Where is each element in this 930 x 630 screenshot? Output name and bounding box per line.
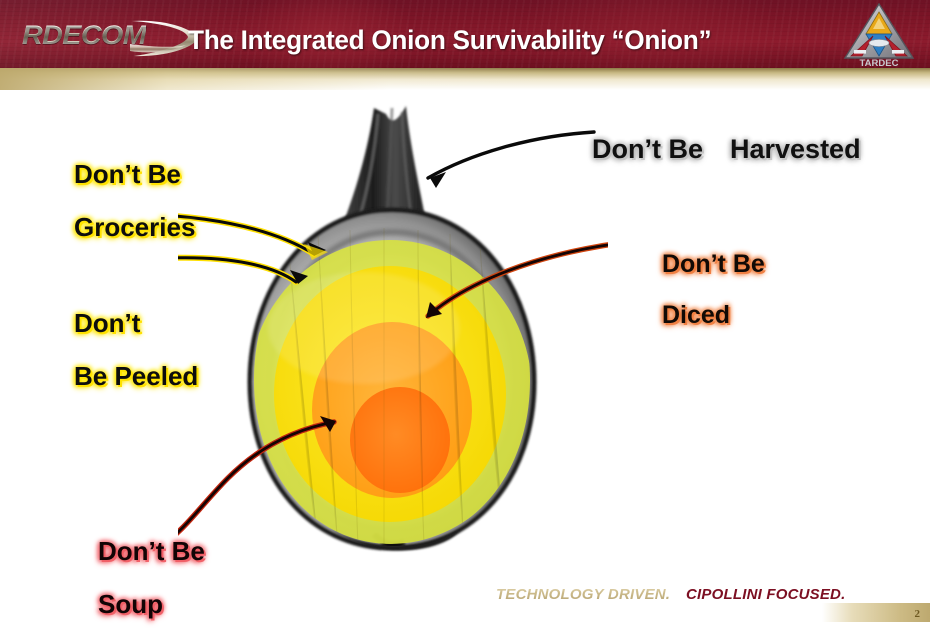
callout-harvested: Don’t Be: [592, 108, 703, 191]
callout-diced-line2: Diced: [662, 300, 731, 329]
header-texture: [0, 0, 930, 68]
header-gold-band: [0, 68, 930, 90]
rdecom-logo-text: RDECOM: [22, 20, 147, 50]
header-highlight-left: [235, 0, 415, 68]
footer-tagline-right-bold: FOCUSED.: [766, 586, 846, 603]
callout-diced: Don’t Be Diced: [662, 226, 765, 354]
callout-harvested-line2: Harvested: [730, 133, 861, 164]
callout-soup-line2: Soup: [98, 588, 163, 619]
tardec-logo-text: TARDEC: [860, 58, 899, 68]
callout-peeled-line2: Be Peeled: [74, 360, 199, 391]
footer-tagline-right: CIPOLLINI FOCUSED.: [686, 586, 845, 603]
arrow-diced: [425, 242, 608, 319]
rdecom-swoosh-icon: [130, 20, 198, 57]
callout-diced-line1: Don’t Be: [662, 249, 765, 278]
arrow-harvested: [426, 130, 596, 188]
rdecom-logo: RDECOM: [22, 16, 202, 58]
layer-core: [350, 387, 450, 493]
footer-gold-bar: [822, 603, 930, 622]
page-title: The Integrated Onion Survivability “Onio…: [188, 25, 712, 55]
callout-soup-line1: Don’t Be: [98, 535, 205, 566]
header-highlight-right: [520, 0, 780, 68]
callout-groceries-line2: Groceries: [74, 211, 196, 242]
tardec-logo: TARDEC: [843, 2, 915, 68]
arrow-soup: [178, 416, 337, 536]
gold-band-shine: [0, 68, 930, 90]
footer-tagline-left: TECHNOLOGY DRIVEN.: [496, 586, 671, 603]
callout-groceries: Don’t Be Groceries: [74, 134, 195, 267]
callout-harvested-line1: Don’t Be: [592, 133, 703, 164]
page-number: 2: [914, 608, 921, 620]
callout-peeled-line1: Don’t: [74, 307, 141, 338]
callout-soup: Don’t Be Soup: [98, 511, 205, 630]
callout-harvested-line2-wrap: Harvested: [730, 108, 861, 191]
arrow-peeled: [178, 254, 308, 285]
arrow-groceries: [178, 213, 328, 260]
integrated-onion-survivability-diagram: [178, 106, 608, 551]
onion-color-layers: [254, 228, 530, 544]
callout-peeled: Don’t Be Peeled: [74, 283, 198, 416]
slide-header: RDECOM The Integrated Onion Survivabilit…: [0, 0, 930, 68]
callout-groceries-line1: Don’t Be: [74, 158, 181, 189]
footer-tagline-right-light: CIPOLLINI: [686, 586, 767, 603]
slide-footer: TECHNOLOGY DRIVEN. CIPOLLINI FOCUSED. 2: [0, 582, 930, 630]
